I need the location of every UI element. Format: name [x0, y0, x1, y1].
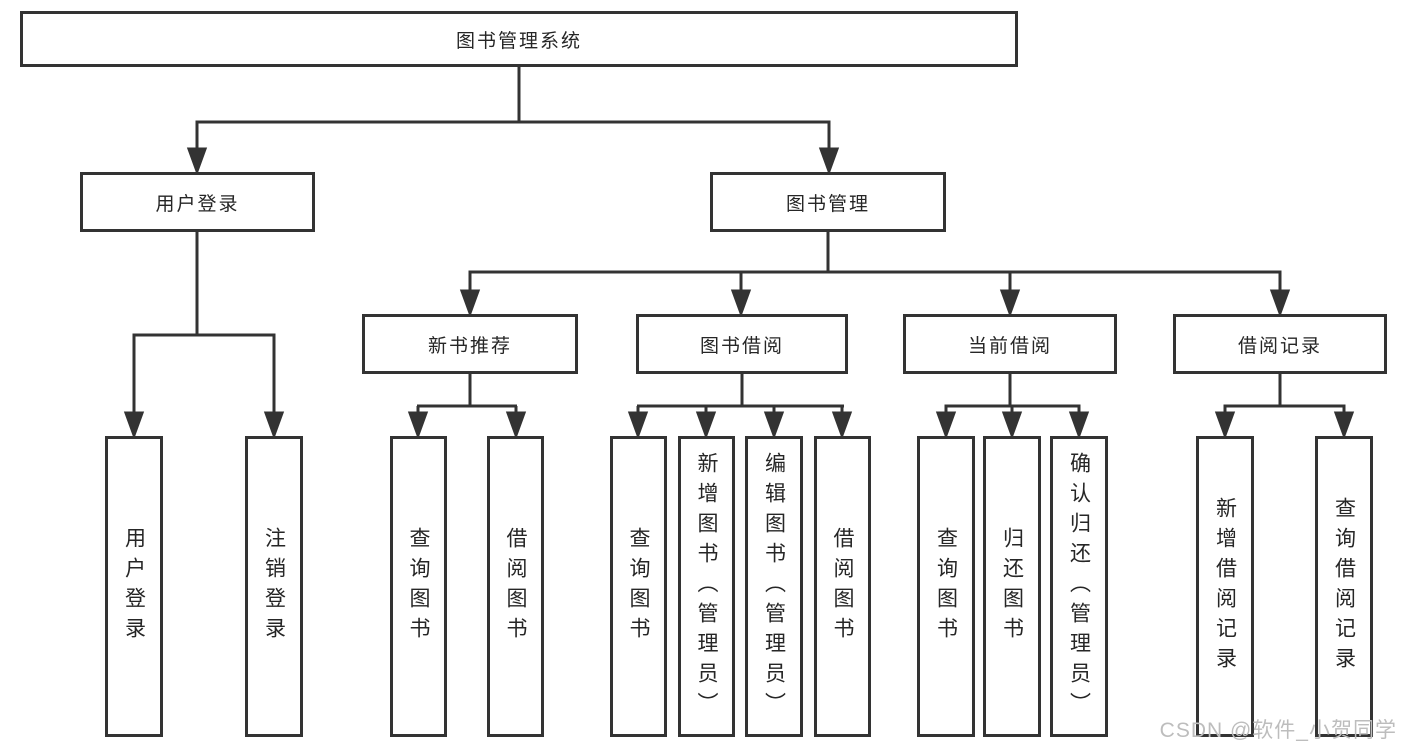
node-label: 借阅记录 — [1237, 335, 1322, 357]
leaf-borrow-books: 借阅图书 — [814, 436, 871, 737]
node-label: 用户登录 — [155, 193, 240, 215]
leaf-user-login: 用户登录 — [105, 436, 163, 737]
leaf-query-books: 查询图书 — [917, 436, 975, 737]
arrow-down-icon — [831, 411, 853, 440]
connector-root-to-level1 — [186, 67, 840, 176]
leaf-query-books: 查询图书 — [610, 436, 667, 737]
node-label: 图书管理 — [785, 193, 870, 215]
arrow-down-icon — [263, 411, 285, 440]
node-new-book-recommendation: 新书推荐 — [362, 314, 578, 374]
connector-book-mgmt-to-level2 — [459, 232, 1291, 318]
leaf-borrow-books: 借阅图书 — [487, 436, 544, 737]
node-label: 编辑图书（管理员） — [762, 451, 786, 722]
arrow-down-icon — [1269, 289, 1291, 318]
node-book-borrowing: 图书借阅 — [636, 314, 848, 374]
node-label: 查询图书 — [934, 526, 958, 647]
node-label: 图书管理系统 — [455, 30, 582, 52]
arrow-down-icon — [999, 289, 1021, 318]
node-user-login-module: 用户登录 — [80, 172, 315, 232]
node-library-management-system: 图书管理系统 — [20, 11, 1018, 67]
node-label: 借阅图书 — [831, 526, 854, 647]
arrow-down-icon — [935, 411, 957, 440]
node-label: 新增借阅记录 — [1213, 496, 1237, 677]
node-label: 新书推荐 — [427, 335, 512, 357]
node-label: 图书借阅 — [699, 335, 784, 357]
arrow-down-icon — [627, 411, 649, 440]
arrow-down-icon — [1068, 411, 1090, 440]
leaf-confirm-return-admin: 确认归还（管理员） — [1050, 436, 1108, 737]
arrow-down-icon — [695, 411, 717, 440]
connector-borrowing-to-leaves — [627, 374, 853, 440]
node-label: 查询图书 — [627, 526, 650, 647]
leaf-add-borrow-record: 新增借阅记录 — [1196, 436, 1254, 737]
node-label: 当前借阅 — [967, 335, 1052, 357]
leaf-edit-books-admin: 编辑图书（管理员） — [745, 436, 803, 737]
node-label: 查询借阅记录 — [1332, 496, 1356, 677]
arrow-down-icon — [123, 411, 145, 440]
arrow-down-icon — [186, 147, 208, 176]
node-label: 借阅图书 — [504, 526, 527, 647]
node-label: 注销登录 — [262, 526, 286, 647]
node-borrowing-records: 借阅记录 — [1173, 314, 1387, 374]
leaf-query-borrow-record: 查询借阅记录 — [1315, 436, 1373, 737]
connector-records-to-leaves — [1214, 374, 1355, 440]
arrow-down-icon — [818, 147, 840, 176]
arrow-down-icon — [1333, 411, 1355, 440]
arrow-down-icon — [459, 289, 481, 318]
arrow-down-icon — [1001, 411, 1023, 440]
node-label: 归还图书 — [1000, 526, 1024, 647]
node-book-management-module: 图书管理 — [710, 172, 946, 232]
arrow-down-icon — [730, 289, 752, 318]
leaf-logout: 注销登录 — [245, 436, 303, 737]
arrow-down-icon — [1214, 411, 1236, 440]
arrow-down-icon — [763, 411, 785, 440]
arrow-down-icon — [505, 411, 527, 440]
leaf-add-books-admin: 新增图书（管理员） — [678, 436, 735, 737]
node-label: 确认归还（管理员） — [1067, 451, 1091, 722]
node-label: 新增图书（管理员） — [695, 451, 718, 722]
csdn-watermark: CSDN @软件_小贺同学 — [1159, 719, 1397, 742]
connector-user-login-to-leaves — [123, 232, 285, 440]
arrow-down-icon — [407, 411, 429, 440]
connector-current-to-leaves — [935, 374, 1090, 440]
node-current-borrowing: 当前借阅 — [903, 314, 1117, 374]
leaf-return-books: 归还图书 — [983, 436, 1041, 737]
leaf-query-books: 查询图书 — [390, 436, 447, 737]
connector-new-rec-to-leaves — [407, 374, 527, 440]
node-label: 用户登录 — [122, 526, 146, 647]
node-label: 查询图书 — [407, 526, 430, 647]
